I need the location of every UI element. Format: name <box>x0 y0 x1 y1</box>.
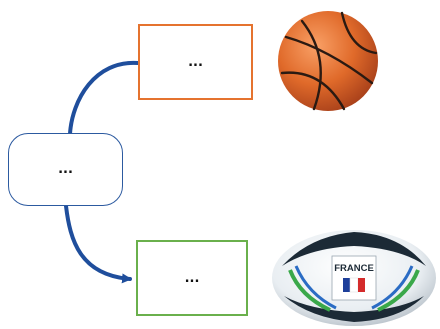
connector-to-bottom <box>64 204 132 284</box>
root-node-label: ... <box>58 162 73 177</box>
bottom-node: ... <box>136 240 248 316</box>
connector-to-top <box>68 60 140 136</box>
root-node: ... <box>8 133 123 206</box>
top-node-label: ... <box>188 54 203 70</box>
rugby-ball-icon: FRANCE <box>272 230 436 326</box>
bottom-node-label: ... <box>184 270 200 286</box>
top-node: ... <box>138 24 253 100</box>
rugby-ball-text: FRANCE <box>334 263 374 274</box>
basketball-icon <box>278 11 378 111</box>
